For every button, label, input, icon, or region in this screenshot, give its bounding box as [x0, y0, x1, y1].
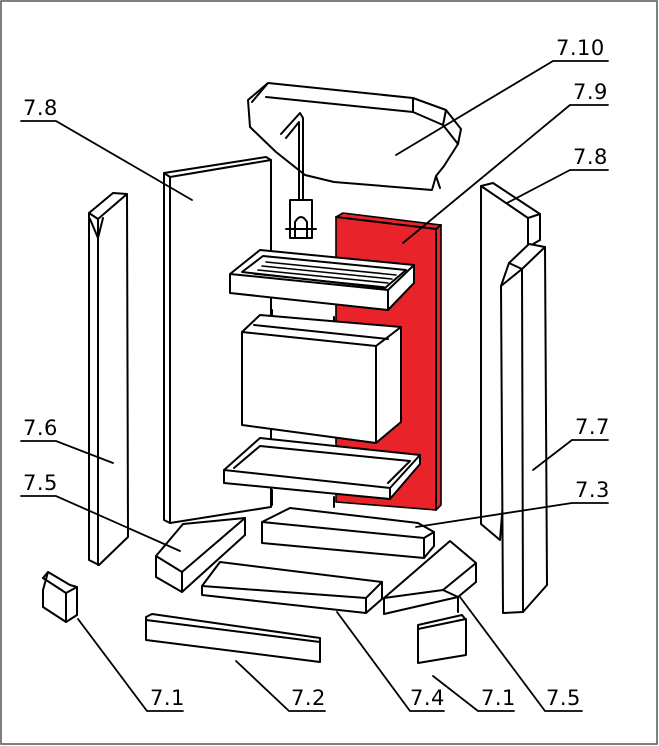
part-upper-grate-tray	[229, 249, 415, 311]
part-7-1-right-small-block	[417, 614, 467, 664]
part-7-10-top-baffle	[247, 82, 462, 191]
part-7-7-right-narrow-brick	[500, 243, 548, 614]
label-7-8-right: 7.8	[573, 145, 608, 169]
label-7-5-left: 7.5	[23, 471, 58, 495]
label-7-8-left: 7.8	[23, 96, 58, 120]
part-7-2-front-floor-brick	[145, 613, 321, 663]
label-7-4: 7.4	[410, 686, 445, 710]
part-lower-tray	[223, 437, 421, 500]
label-7-5-right: 7.5	[546, 686, 581, 710]
part-middle-box	[241, 314, 402, 444]
part-7-1-left-small-block	[42, 571, 78, 623]
label-7-6: 7.6	[23, 416, 58, 440]
label-7-10: 7.10	[556, 36, 605, 60]
label-7-9: 7.9	[573, 80, 608, 104]
part-7-8-left-wall	[163, 156, 272, 524]
part-7-3-rear-floor-brick	[261, 507, 435, 559]
part-7-5-right-angled-brick	[383, 540, 477, 615]
label-7-3: 7.3	[575, 478, 610, 502]
label-7-7: 7.7	[575, 415, 610, 439]
label-7-1-right: 7.1	[481, 686, 516, 710]
label-7-2: 7.2	[291, 686, 326, 710]
part-7-5-left-angled-brick	[155, 517, 246, 593]
part-7-4-middle-floor-brick	[201, 561, 383, 614]
label-7-1-left: 7.1	[150, 686, 185, 710]
spacer-lines-lower	[271, 489, 335, 508]
part-7-6-left-narrow-brick	[88, 192, 129, 566]
part-hook-rod	[280, 112, 317, 239]
leader-lines	[20, 60, 609, 712]
